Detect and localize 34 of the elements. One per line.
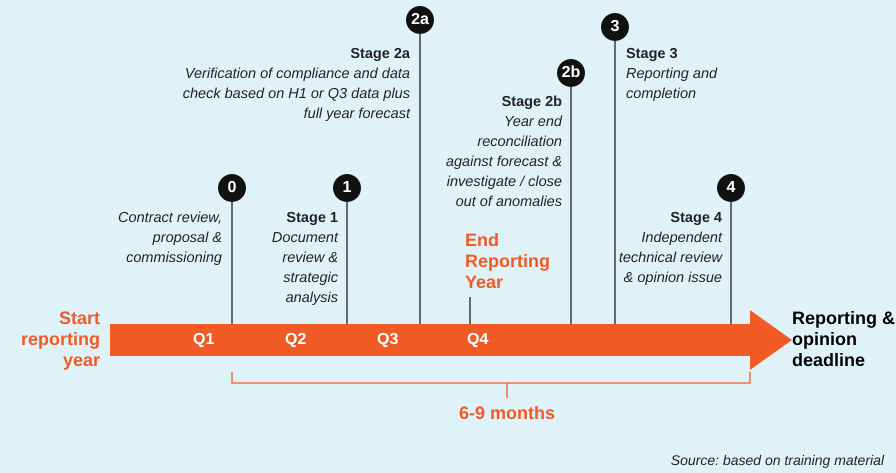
stage-description: Contract review, proposal & commissioning — [117, 209, 222, 268]
quarter-label: Q3 — [377, 331, 398, 349]
quarter-label: Q4 — [467, 331, 488, 349]
connector-line — [570, 87, 572, 324]
quarter-label: Q2 — [285, 331, 306, 349]
start-label: Start reporting year — [20, 308, 100, 371]
stage-marker: 2b — [557, 59, 585, 87]
deadline-label: Reporting & opinion deadline — [792, 308, 896, 371]
timeline-arrow — [110, 310, 792, 370]
stage-marker: 0 — [218, 174, 246, 202]
quarter-label: Q1 — [193, 331, 214, 349]
year-end-label: End Reporting Year — [465, 230, 565, 293]
source-caption: Source: based on training material — [670, 452, 884, 468]
stage-description: Independent technical review & opinion issue — [618, 229, 722, 288]
stage-description: Verification of compliance and data check based on H1 or Q3 data plus full year forecast — [182, 65, 410, 124]
stage-heading: Stage 3 — [626, 45, 679, 64]
stage-marker: 4 — [717, 174, 745, 202]
stage-marker: 2a — [406, 6, 434, 34]
stage-description: Year end reconciliation against forecast & investigate / close out of anomalies — [444, 113, 562, 212]
connector-line — [346, 202, 348, 324]
connector-line — [614, 41, 616, 324]
stage-marker: 3 — [601, 13, 629, 41]
connector-line — [469, 297, 471, 324]
stage-heading: Stage 2b — [500, 93, 562, 112]
connector-line — [730, 202, 732, 324]
connector-line — [419, 34, 421, 324]
stage-heading: Stage 2a — [349, 45, 410, 64]
stage-marker: 1 — [333, 174, 361, 202]
stage-heading: Stage 4 — [669, 209, 722, 228]
stage-description: Document review & strategic analysis — [270, 229, 338, 308]
connector-line — [231, 202, 233, 324]
stage-description: Reporting and completion — [626, 65, 718, 104]
duration-label: 6-9 months — [458, 403, 556, 424]
stage-heading: Stage 1 — [285, 209, 338, 228]
